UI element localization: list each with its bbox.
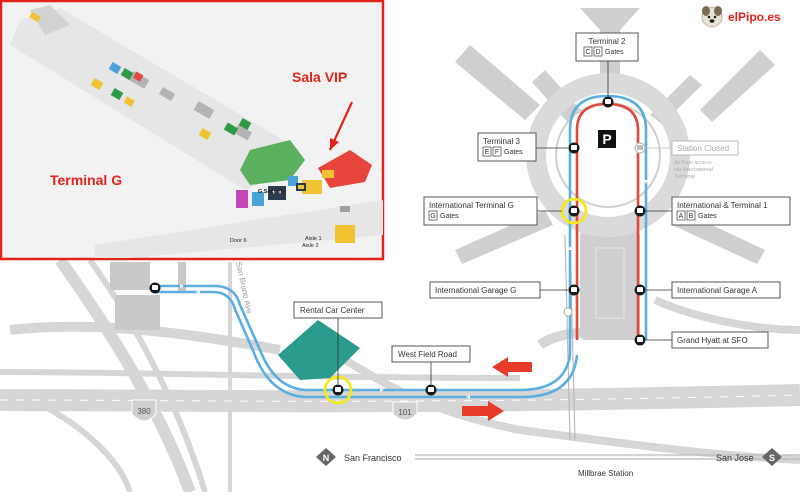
svg-text:Rental Car Center: Rental Car Center bbox=[300, 306, 365, 315]
svg-text:F: F bbox=[495, 149, 499, 156]
san-bruno-ave-label: San Bruno Ave bbox=[234, 261, 254, 315]
inset-aisle2-label: Aisle 2 bbox=[302, 243, 319, 249]
elpipo-logo[interactable]: elPipo.es bbox=[701, 6, 781, 28]
svg-text:G: G bbox=[430, 213, 435, 220]
label-station-closed: Station Closed AirTrain access via Inter… bbox=[645, 140, 739, 180]
svg-text:Gates: Gates bbox=[504, 149, 523, 156]
red-arrow-left bbox=[492, 357, 532, 377]
svg-text:Station Closed: Station Closed bbox=[677, 144, 729, 153]
svg-text:via International: via International bbox=[674, 167, 714, 173]
label-international-terminal-1: International & Terminal 1 A B Gates bbox=[646, 196, 791, 226]
svg-text:Terminal 3: Terminal 3 bbox=[483, 137, 520, 146]
svg-text:C: C bbox=[585, 49, 590, 56]
label-grand-hyatt: Grand Hyatt at SFO bbox=[646, 331, 769, 349]
label-rental-car-center: Rental Car Center bbox=[293, 301, 383, 384]
interstate-380-shield: 380 bbox=[131, 399, 157, 422]
rental-car-center-building bbox=[278, 320, 360, 380]
station-grand-hyatt[interactable] bbox=[634, 334, 646, 346]
station-closed-marker bbox=[634, 142, 646, 154]
svg-text:San Francisco: San Francisco bbox=[344, 453, 402, 463]
svg-text:International Garage A: International Garage A bbox=[677, 286, 758, 295]
svg-text:West Field Road: West Field Road bbox=[398, 350, 457, 359]
station-garage-west[interactable] bbox=[149, 282, 161, 294]
svg-text:E: E bbox=[485, 149, 490, 156]
label-international-terminal-g: International Terminal G G Gates bbox=[423, 196, 562, 226]
station-garage-g[interactable] bbox=[568, 284, 580, 296]
parking-sign: P bbox=[598, 130, 616, 148]
inset-door-label: Door 6 bbox=[230, 238, 247, 244]
svg-text:Gates: Gates bbox=[698, 213, 717, 220]
label-terminal-3: Terminal 3 E F Gates bbox=[477, 132, 568, 162]
svg-text:elPipo.es: elPipo.es bbox=[728, 10, 781, 24]
dog-face-icon bbox=[701, 6, 723, 28]
central-garage-lanes bbox=[595, 247, 625, 319]
inset-g-security-label: G Security bbox=[258, 189, 286, 195]
svg-text:Gates: Gates bbox=[440, 213, 459, 220]
inset-aisle1-label: Aisle 1 bbox=[305, 236, 322, 242]
svg-text:S: S bbox=[769, 453, 775, 463]
svg-text:Grand Hyatt at SFO: Grand Hyatt at SFO bbox=[677, 336, 748, 345]
station-rental-car-center[interactable] bbox=[332, 384, 344, 396]
label-international-garage-g: International Garage G bbox=[429, 281, 568, 299]
station-terminal-3[interactable] bbox=[568, 142, 580, 154]
svg-text:N: N bbox=[323, 453, 330, 463]
label-terminal-2: Terminal 2 C D Gates bbox=[575, 32, 639, 96]
compass-south: S San Jose bbox=[716, 448, 782, 466]
svg-text:Terminal: Terminal bbox=[674, 174, 696, 180]
station-international-terminal-g[interactable] bbox=[568, 205, 580, 217]
station-garage-a[interactable] bbox=[634, 284, 646, 296]
svg-text:A: A bbox=[679, 213, 684, 220]
millbrae-station-label: Millbrae Station bbox=[578, 469, 633, 478]
direction-chevrons bbox=[180, 180, 648, 399]
svg-text:San Jose: San Jose bbox=[716, 453, 754, 463]
compass-north: N San Francisco bbox=[316, 448, 402, 466]
us-101-shield: 101 bbox=[392, 401, 418, 421]
svg-text:International & Terminal 1: International & Terminal 1 bbox=[677, 201, 768, 210]
inset-terminal-g: G Security Door 6 Aisle 1 Aisle 2 Sala V… bbox=[0, 0, 385, 261]
airtrain-blue-line-return bbox=[155, 290, 579, 399]
svg-text:B: B bbox=[689, 213, 694, 220]
garage-buildings-west bbox=[110, 262, 186, 330]
svg-text:Terminal 2: Terminal 2 bbox=[589, 37, 626, 46]
svg-text:AirTrain access: AirTrain access bbox=[673, 160, 712, 166]
svg-text:P: P bbox=[602, 131, 611, 147]
red-arrow-right bbox=[462, 401, 504, 421]
airtrain-blue-line bbox=[155, 94, 648, 392]
svg-text:D: D bbox=[595, 49, 600, 56]
bart-station-marker bbox=[563, 307, 573, 317]
sala-vip-label: Sala VIP bbox=[292, 69, 347, 85]
restroom-icon bbox=[270, 188, 284, 200]
label-international-garage-a: International Garage A bbox=[646, 281, 781, 299]
svg-text:International Terminal G: International Terminal G bbox=[429, 201, 514, 210]
svg-text:380: 380 bbox=[137, 407, 151, 416]
station-international-terminal-a[interactable] bbox=[634, 205, 646, 217]
vip-pointer-arrowhead bbox=[330, 138, 339, 150]
svg-text:101: 101 bbox=[398, 408, 412, 417]
highway-lane-markings bbox=[0, 394, 800, 402]
svg-text:Gates: Gates bbox=[605, 49, 624, 56]
station-terminal-2[interactable] bbox=[602, 96, 614, 108]
station-west-field-road[interactable] bbox=[425, 384, 437, 396]
terminal-g-inset-label: Terminal G bbox=[50, 172, 122, 188]
svg-text:International Garage G: International Garage G bbox=[435, 286, 516, 295]
label-west-field-road: West Field Road bbox=[391, 345, 471, 384]
security-checkpoint-icon bbox=[296, 183, 306, 191]
